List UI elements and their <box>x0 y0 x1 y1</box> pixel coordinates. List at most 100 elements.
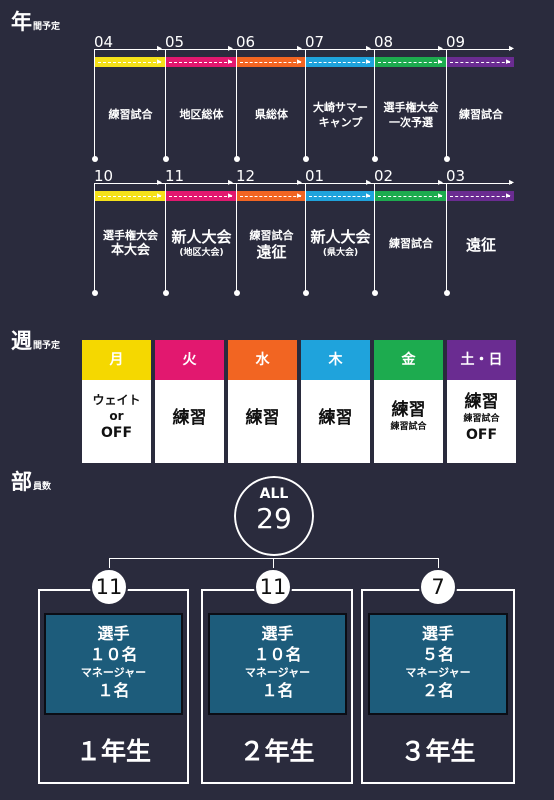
total-count: 29 <box>256 502 292 535</box>
event-line: 遠征 <box>465 236 496 254</box>
event-line: 練習試合 <box>389 237 433 250</box>
month-event: 練習試合遠征 <box>238 228 305 262</box>
day-card: 火練習 <box>155 340 224 463</box>
activity-line: 練習 <box>318 408 353 428</box>
event-line: キャンプ <box>318 116 363 129</box>
day-activity: 練習練習試合 <box>374 380 443 434</box>
month-dash-line <box>450 196 510 197</box>
month-event: 県総体 <box>238 107 305 122</box>
segment-arrow: ▸ <box>438 177 444 188</box>
month-dash-arrow: ▸ <box>366 57 371 67</box>
tree-branch <box>109 558 439 559</box>
manager-label: マネージャー <box>244 666 311 679</box>
month-dash-line <box>378 196 442 197</box>
month-dash-arrow: ▸ <box>366 191 371 201</box>
members-heading: 部員数 <box>11 470 52 494</box>
month-number: 05 <box>165 33 185 51</box>
grade-count-circle: 11 <box>254 568 292 606</box>
month-dash-line <box>378 62 442 63</box>
grade-label: ３年生 <box>400 737 476 766</box>
month-dash-line <box>240 196 301 197</box>
day-label: 木 <box>301 340 370 380</box>
month-dash-line <box>309 196 370 197</box>
managers: １名 <box>261 681 294 700</box>
event-line: 大崎サマー <box>313 101 368 114</box>
month-stem <box>236 49 237 159</box>
event-line: 県総体 <box>255 108 288 121</box>
event-line: 新人大会 <box>171 228 232 246</box>
grade-count-circle: 11 <box>90 568 128 606</box>
players-label: 選手 <box>421 624 454 643</box>
day-card: 金練習練習試合 <box>374 340 443 463</box>
month-number: 03 <box>446 167 466 185</box>
event-line: 地区総体 <box>179 108 224 121</box>
total-members-circle: ALL 29 <box>232 474 316 558</box>
activity-line: 練習 <box>391 400 426 420</box>
month-stem-dot <box>163 156 169 162</box>
month-dash-arrow: ▸ <box>297 57 302 67</box>
segment-arrow: ▸ <box>228 43 234 54</box>
month-stem-dot <box>303 156 309 162</box>
month-number: 11 <box>165 167 185 185</box>
month-dash-line <box>98 196 161 197</box>
month-stem <box>94 183 95 293</box>
event-line: 練習試合 <box>459 108 503 121</box>
segment-arrow: ▸ <box>297 43 303 54</box>
segment-arrow: ▸ <box>366 177 372 188</box>
month-dash-arrow: ▸ <box>438 57 443 67</box>
event-line: 一次予選 <box>389 116 433 129</box>
month-dash-arrow: ▸ <box>297 191 302 201</box>
month-stem-dot <box>163 290 169 296</box>
month-number: 06 <box>236 33 256 51</box>
grade-label: １年生 <box>75 737 151 766</box>
segment-arrow: ▸ <box>438 43 444 54</box>
month-event: 練習試合 <box>448 107 514 122</box>
month-stem-dot <box>444 156 450 162</box>
players: １０名 <box>89 645 138 664</box>
day-activity: 練習 <box>301 380 370 428</box>
month-stem-dot <box>372 290 378 296</box>
month-event: 練習試合 <box>96 107 165 122</box>
month-event: 遠征 <box>448 236 514 255</box>
activity-line: or <box>109 409 124 423</box>
manager-label: マネージャー <box>80 666 147 679</box>
grade-breakdown: 選手 １０名マネージャー １名 <box>44 613 183 715</box>
month-dash-arrow: ▸ <box>228 57 233 67</box>
month-dash-line <box>450 62 510 63</box>
month-stem-dot <box>92 156 98 162</box>
month-stem-dot <box>372 156 378 162</box>
activity-line: 練習 <box>464 392 499 412</box>
month-event: 選手権大会一次予選 <box>376 100 446 130</box>
month-dash-line <box>240 62 301 63</box>
day-label: 水 <box>228 340 297 380</box>
month-event: 選手権大会本大会 <box>96 228 165 259</box>
week-schedule-heading: 週間予定 <box>11 329 61 353</box>
timeline-axis-arrow: ▸ <box>509 43 515 54</box>
month-event: 地区総体 <box>167 107 236 122</box>
event-line: 新人大会 <box>310 228 371 246</box>
month-number: 10 <box>94 167 114 185</box>
timeline-axis-arrow: ▸ <box>509 177 515 188</box>
activity-line: OFF <box>465 427 498 443</box>
event-line: 練習試合 <box>108 108 153 121</box>
month-stem <box>446 183 447 293</box>
managers: ２名 <box>421 681 454 700</box>
month-dash-line <box>169 62 232 63</box>
month-dash-arrow: ▸ <box>506 191 511 201</box>
players-label: 選手 <box>97 624 130 643</box>
day-card: 水練習 <box>228 340 297 463</box>
month-stem <box>305 49 306 159</box>
month-dash-line <box>309 62 370 63</box>
managers: １名 <box>97 681 130 700</box>
grade-label: ２年生 <box>239 737 315 766</box>
grade-count-circle: 7 <box>419 568 457 606</box>
event-line: 選手権大会 <box>383 101 439 114</box>
event-line: 選手権大会 <box>103 229 158 242</box>
event-line: 練習試合 <box>249 229 294 242</box>
month-event: 大崎サマーキャンプ <box>307 100 374 130</box>
month-number: 01 <box>305 167 325 185</box>
tree-branch-left <box>109 558 110 572</box>
